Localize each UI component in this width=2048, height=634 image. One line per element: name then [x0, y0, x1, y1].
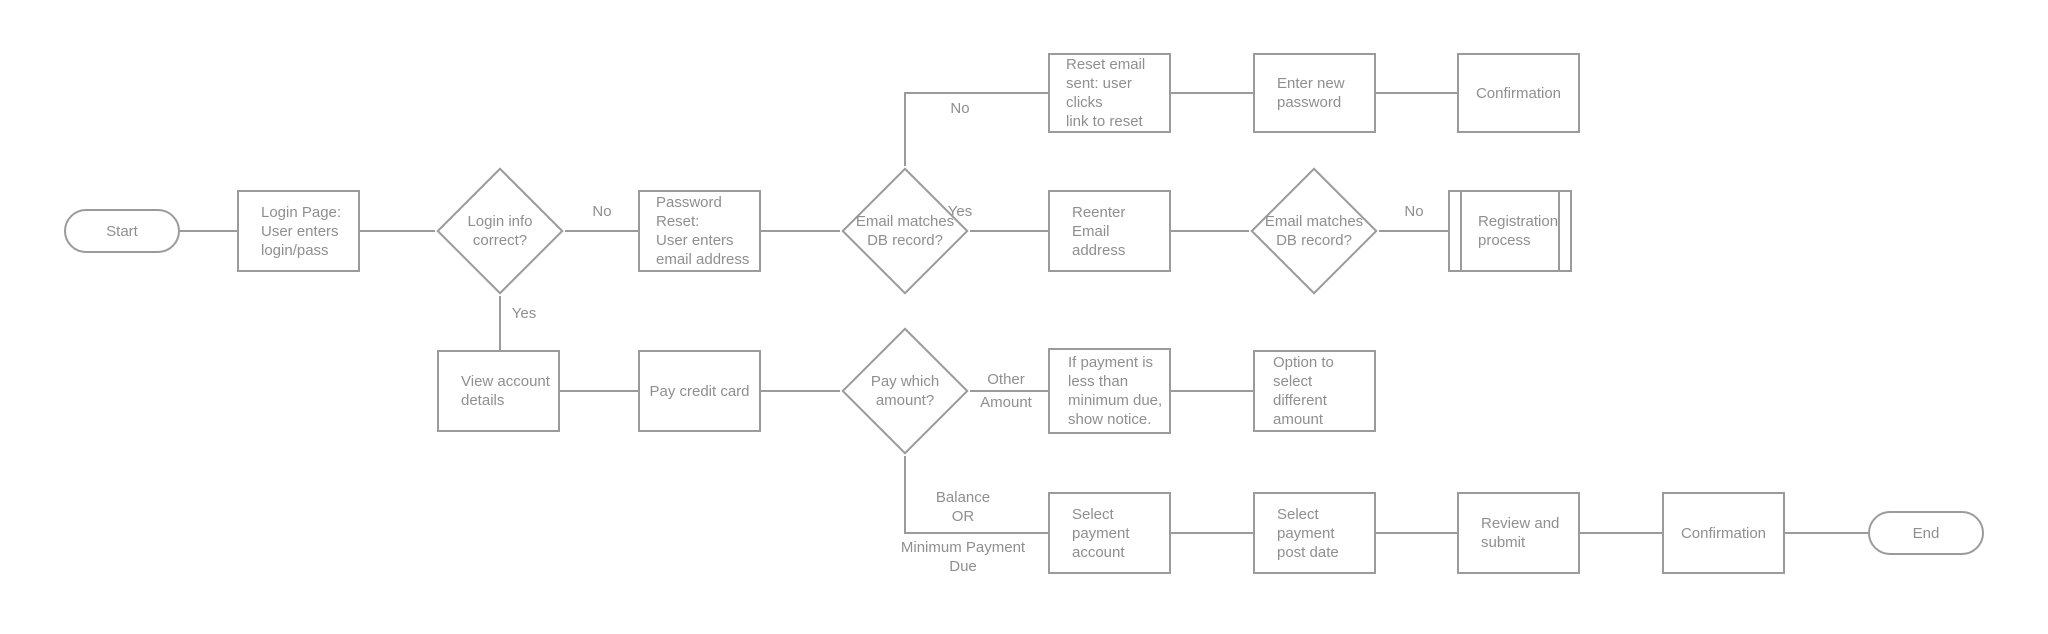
node-enter-new-password: Enter new password — [1253, 53, 1376, 133]
node-reenter-email: Reenter Email address — [1048, 190, 1171, 272]
node-reenter-email-label: Reenter Email address — [1072, 203, 1126, 259]
connector-yes-view-account — [499, 296, 501, 350]
edge-label-balance-or: Balance OR — [935, 489, 991, 525]
connector-enterpass-confirmation — [1376, 92, 1457, 94]
node-pay-which-amount-decision: Pay which amount? — [840, 326, 970, 456]
connector-review-confirmation — [1580, 532, 1662, 534]
connector-no-registration — [1379, 230, 1448, 232]
node-review-and-submit: Review and submit — [1457, 492, 1580, 574]
connector-balance-selectaccount — [904, 532, 1048, 534]
node-review-and-submit-label: Review and submit — [1481, 515, 1560, 551]
node-select-payment-account: Select payment account — [1048, 492, 1171, 574]
connector-viewaccount-paycard — [560, 390, 638, 392]
connector-other-ifpayment — [970, 390, 1048, 392]
predefined-process-bar — [1460, 192, 1462, 270]
node-reset-email-sent: Reset email sent: user clicks link to re… — [1048, 53, 1171, 133]
connector-paycard-whichamount — [761, 390, 840, 392]
node-end-label: End — [1912, 524, 1940, 542]
node-confirmation-top-label: Confirmation — [1475, 84, 1562, 102]
predefined-process-bar — [1558, 192, 1560, 270]
connector-postdate-review — [1376, 532, 1457, 534]
node-email-matches-db-label-2: Email matches DB record? — [1264, 213, 1364, 249]
node-login-page-label: Login Page: User enters login/pass — [261, 203, 342, 259]
connector-selectaccount-postdate — [1171, 532, 1253, 534]
connector-reenter-emailmatch2 — [1171, 230, 1249, 232]
node-enter-new-password-label: Enter new password — [1277, 75, 1345, 111]
connector-yes-reenter-email — [970, 230, 1048, 232]
node-pay-credit-card: Pay credit card — [638, 350, 761, 432]
node-select-payment-account-label: Select payment account — [1072, 505, 1130, 561]
node-if-payment-notice: If payment is less than minimum due, sho… — [1048, 348, 1171, 434]
edge-label-other: Other — [987, 371, 1025, 388]
node-login-info-correct-decision: Login info correct? — [435, 166, 565, 296]
node-reset-email-sent-label: Reset email sent: user clicks link to re… — [1066, 56, 1146, 130]
node-confirmation-bottom: Confirmation — [1662, 492, 1785, 574]
connector-confirmation-end — [1785, 532, 1868, 534]
node-email-matches-db-decision-2: Email matches DB record? — [1249, 166, 1379, 296]
node-start-terminator: Start — [64, 209, 180, 253]
node-option-select-amount-label: Option to select different amount — [1273, 354, 1334, 428]
node-email-matches-db-decision-1: Email matches DB record? — [840, 166, 970, 296]
node-login-page: Login Page: User enters login/pass — [237, 190, 360, 272]
connector-start-login — [180, 230, 237, 232]
node-registration-process-label: Registration process — [1478, 213, 1559, 249]
connector-emailmatch-up — [904, 92, 906, 166]
connector-login-decision — [360, 230, 435, 232]
edge-label-amount: Amount — [980, 394, 1032, 411]
edge-label-no: No — [592, 203, 612, 220]
connector-no-password-reset — [565, 230, 638, 232]
connector-resetemail-enterpass — [1171, 92, 1253, 94]
node-view-account-details-label: View account details — [461, 373, 550, 409]
connector-no-reset-email — [904, 92, 1048, 94]
node-email-matches-db-label-1: Email matches DB record? — [855, 213, 955, 249]
node-end-terminator: End — [1868, 511, 1984, 555]
node-confirmation-top: Confirmation — [1457, 53, 1580, 133]
connector-ifpayment-option — [1171, 390, 1253, 392]
connector-reset-emailmatch — [761, 230, 840, 232]
node-view-account-details: View account details — [437, 350, 560, 432]
node-select-payment-post-date: Select payment post date — [1253, 492, 1376, 574]
node-option-select-amount: Option to select different amount — [1253, 350, 1376, 432]
node-password-reset-label: Password Reset: User enters email addres… — [656, 194, 750, 268]
edge-label-no: No — [950, 100, 970, 117]
node-select-payment-post-date-label: Select payment post date — [1277, 505, 1339, 561]
edge-label-yes: Yes — [511, 305, 537, 322]
edge-label-minimum-payment-due: Minimum Payment Due — [900, 539, 1026, 575]
node-start-label: Start — [106, 222, 138, 240]
connector-whichamount-down — [904, 456, 906, 532]
node-registration-process-predefined: Registration process — [1448, 190, 1572, 272]
node-login-info-correct-label: Login info correct? — [467, 213, 533, 249]
node-password-reset: Password Reset: User enters email addres… — [638, 190, 761, 272]
edge-label-no: No — [1404, 203, 1424, 220]
node-if-payment-notice-label: If payment is less than minimum due, sho… — [1068, 354, 1163, 428]
node-pay-credit-card-label: Pay credit card — [649, 382, 750, 400]
node-confirmation-bottom-label: Confirmation — [1680, 524, 1767, 542]
node-pay-which-amount-label: Pay which amount? — [870, 373, 940, 409]
